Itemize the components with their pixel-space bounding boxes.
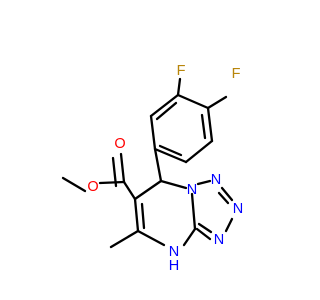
bond <box>224 217 234 233</box>
bond <box>136 229 166 247</box>
atom-label-f-right: F <box>232 66 241 82</box>
bond <box>133 179 163 201</box>
bond <box>61 176 87 193</box>
dihydropyrimidine-ring <box>133 147 197 247</box>
bond <box>133 197 140 233</box>
bond <box>200 113 207 140</box>
difluorophenyl-ring <box>149 93 214 164</box>
atom-label-o-ester: O <box>87 179 98 195</box>
bond <box>140 202 146 230</box>
bond <box>182 227 197 247</box>
atom-label-n-tetrazole-1: N <box>187 182 197 198</box>
bond <box>98 180 126 185</box>
fluorine-substituents: F F <box>176 63 241 110</box>
bond <box>149 93 180 118</box>
bond <box>206 106 214 143</box>
atom-label-nh-h: H <box>169 258 179 274</box>
atom-label-o-carbonyl: O <box>114 136 125 152</box>
atom-label-nh: N <box>169 244 179 260</box>
bond <box>176 93 210 110</box>
bond <box>153 147 188 164</box>
bond <box>206 95 228 110</box>
bond <box>217 191 230 205</box>
atom-label-n-tetrazole-2: N <box>211 172 221 188</box>
bond <box>190 192 197 231</box>
bond <box>122 180 137 201</box>
bond <box>195 227 212 241</box>
bond <box>153 147 163 183</box>
methyl-ester: O O <box>61 136 137 201</box>
atom-label-n-tetrazole-3: N <box>233 201 243 217</box>
bond <box>119 152 126 184</box>
bond <box>176 77 182 97</box>
atom-label-f-top: F <box>177 63 186 79</box>
molecule-structure-diagram: F F N N N N N H O O <box>61 63 243 274</box>
bond <box>159 179 188 190</box>
bond <box>149 114 157 151</box>
bond <box>155 101 178 121</box>
bond <box>220 186 234 202</box>
tetrazole-ring: N N N N <box>187 172 243 248</box>
bond <box>197 222 213 234</box>
atom-label-n-tetrazole-4: N <box>214 232 224 248</box>
bond <box>109 229 140 249</box>
bond <box>184 139 214 164</box>
bond <box>196 179 212 186</box>
bond <box>158 144 183 157</box>
nh-and-methyl: N H <box>109 229 179 274</box>
